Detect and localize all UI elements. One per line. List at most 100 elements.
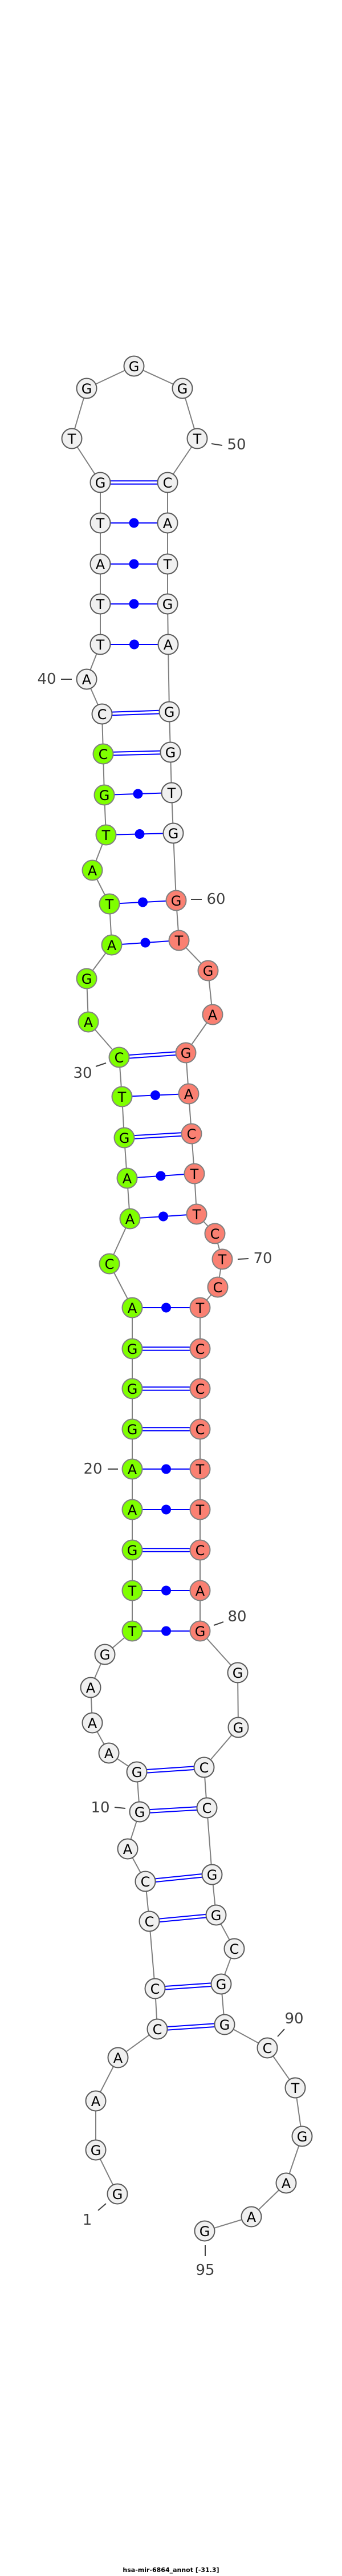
wobble-pair-dot [129, 518, 139, 528]
base-pairs [110, 480, 215, 2031]
wobble-pair-dot [138, 897, 148, 907]
base-pair [113, 750, 161, 756]
pair-bond-line [167, 2026, 215, 2031]
nucleotide-letter: A [128, 1462, 137, 1478]
nucleotide-circle [116, 1167, 138, 1189]
nucleotide-61: T [168, 930, 190, 951]
nucleotide-circle [121, 1620, 143, 1642]
nucleotide-circle [189, 1580, 211, 1601]
nucleotide-letter: A [88, 1715, 97, 1731]
pair-bond-line [112, 713, 160, 716]
nucleotide-letter: T [96, 637, 105, 653]
wobble-pair-dot [133, 789, 143, 799]
nucleotide-circle [99, 1253, 120, 1275]
wobble-pair-dot [161, 1303, 171, 1313]
position-tick [97, 2203, 107, 2211]
nucleotide-circle [89, 593, 111, 615]
nucleotide-circle [158, 701, 180, 723]
nucleotide-20: A [121, 1458, 143, 1480]
nucleotide-42: T [89, 593, 111, 615]
nucleotides: GGAACCCCAGGAAAGTTGAAGGGACAAGTCAGATATGCCA… [61, 355, 313, 2242]
nucleotide-38: C [92, 743, 114, 765]
nucleotide-79: A [189, 1580, 211, 1601]
nucleotide-circle [175, 1042, 197, 1064]
base-pair [129, 1051, 176, 1059]
nucleotide-31: A [78, 1011, 99, 1033]
nucleotide-41: T [89, 634, 111, 655]
nucleotide-circle [121, 1297, 143, 1319]
nucleotide-circle [256, 2037, 278, 2059]
base-pair [167, 2023, 215, 2031]
nucleotide-circle [275, 2172, 297, 2194]
nucleotide-circle [121, 1458, 143, 1480]
wobble-pair-dot [161, 1504, 171, 1515]
base-pair [116, 829, 164, 839]
pair-bond-line [112, 709, 160, 713]
nucleotide-17: T [121, 1580, 143, 1601]
nucleotide-letter: G [297, 2129, 308, 2145]
nucleotide-circle [121, 1539, 143, 1561]
backbone-link [168, 644, 170, 712]
nucleotide-letter: G [199, 2224, 210, 2240]
nucleotide-letter: C [199, 1760, 209, 1776]
base-pair [140, 1211, 187, 1222]
base-pair [110, 518, 158, 528]
base-pair [134, 1132, 182, 1139]
nucleotide-letter: T [291, 2080, 300, 2096]
nucleotide-letter: T [174, 933, 184, 949]
wobble-pair-dot [158, 1211, 168, 1222]
base-pair [114, 789, 162, 799]
nucleotide-circle [157, 472, 178, 493]
nucleotide-56: G [158, 701, 180, 723]
nucleotide-letter: G [207, 1867, 218, 1883]
position-label-95: 95 [196, 2262, 214, 2279]
nucleotide-circle [76, 968, 97, 989]
nucleotide-62: G [197, 960, 219, 981]
nucleotide-18: G [121, 1539, 143, 1561]
nucleotide-letter: C [105, 1256, 115, 1272]
nucleotide-76: T [189, 1458, 211, 1480]
nucleotide-letter: G [216, 1977, 227, 1993]
nucleotide-23: G [121, 1338, 143, 1360]
nucleotide-57: G [160, 741, 181, 763]
nucleotide-circle [189, 1499, 211, 1520]
nucleotide-60: G [165, 890, 187, 911]
nucleotide-circle [160, 741, 181, 763]
nucleotide-letter: C [263, 2040, 272, 2056]
nucleotide-circle [168, 930, 190, 951]
nucleotide-circle [189, 1458, 211, 1480]
nucleotide-circle [76, 378, 97, 399]
nucleotide-letter: G [171, 893, 182, 909]
nucleotide-circle [162, 822, 184, 844]
base-pair [142, 1504, 190, 1515]
nucleotide-letter: T [196, 1502, 205, 1518]
nucleotide-letter: T [67, 431, 76, 447]
nucleotide-letter: G [233, 1665, 243, 1681]
position-label-20: 20 [83, 1461, 102, 1478]
position-label-30: 30 [73, 1065, 92, 1082]
nucleotide-circle [201, 1864, 223, 1885]
nucleotide-63: A [202, 1004, 223, 1025]
nucleotide-92: G [291, 2125, 313, 2147]
nucleotide-letter: T [218, 1252, 227, 1268]
nucleotide-letter: G [135, 1804, 145, 1820]
nucleotide-letter: G [127, 1422, 138, 1438]
nucleotide-circle [80, 1677, 101, 1698]
nucleotide-46: T [61, 428, 83, 449]
nucleotide-circle [129, 1801, 150, 1823]
nucleotide-circle [93, 784, 115, 806]
nucleotide-54: G [157, 593, 178, 615]
base-pair [149, 1806, 197, 1814]
wobble-pair-dot [140, 938, 150, 948]
position-label-50: 50 [227, 436, 246, 453]
position-label-60: 60 [206, 891, 225, 908]
nucleotide-7: C [139, 1910, 160, 1932]
pair-bond-line [129, 1051, 176, 1056]
pair-bond-line [134, 1135, 182, 1139]
nucleotide-16: T [121, 1620, 143, 1642]
nucleotide-letter: T [128, 1583, 137, 1599]
nucleotide-90: C [256, 2037, 278, 2059]
nucleotide-letter: G [132, 1764, 142, 1780]
nucleotide-circle [89, 512, 111, 534]
nucleotide-letter: C [97, 707, 107, 723]
